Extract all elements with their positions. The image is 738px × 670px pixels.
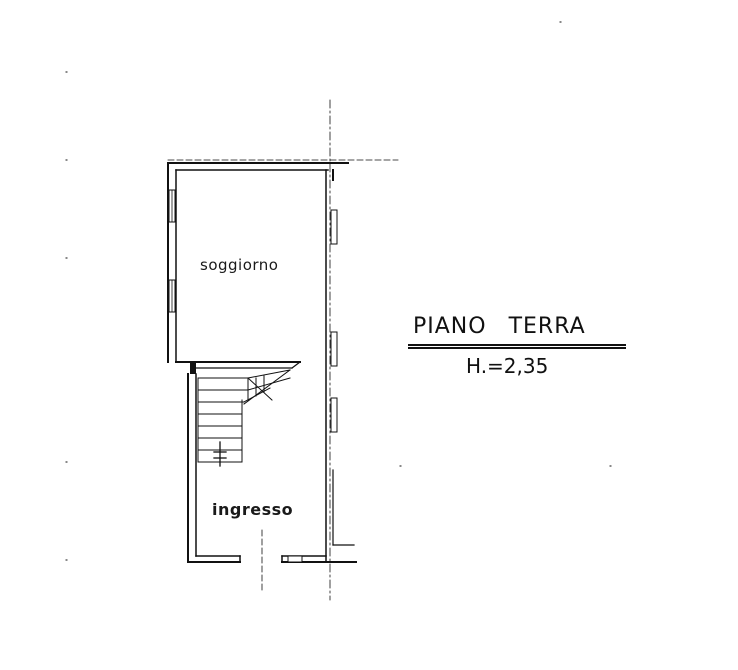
right-wall: [325, 169, 355, 563]
scan-marks: [65, 21, 612, 561]
room-label-soggiorno: soggiorno: [200, 256, 279, 274]
partition-wall: [175, 361, 301, 374]
floor-height-label: H.=2,35: [466, 354, 549, 378]
title-underline: [408, 344, 626, 349]
ingresso-walls: [187, 373, 357, 563]
room-label-ingresso: ingresso: [212, 500, 294, 519]
staircase: [197, 369, 291, 467]
soggiorno-walls: [167, 162, 349, 363]
floor-title: PIANO TERRA: [413, 314, 586, 339]
